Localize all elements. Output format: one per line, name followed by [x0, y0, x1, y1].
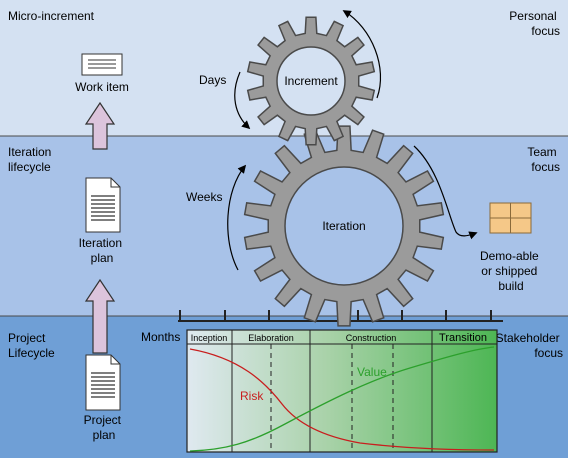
work-item-icon [81, 53, 123, 76]
weeks-arrow-icon [227, 164, 247, 271]
stakeholder-focus-label: Stakeholder focus [496, 331, 563, 360]
iteration-gear-icon [243, 125, 445, 327]
iteration-plan-label: Iteration plan [79, 236, 126, 265]
work-item-label: Work item [75, 80, 129, 94]
personal-focus-label: Personal focus [509, 9, 560, 38]
team-focus-label: Team focus [527, 145, 560, 174]
project-lifecycle-label: Project Lifecycle [8, 331, 55, 360]
deliverable-arrow-icon [413, 145, 478, 240]
increment-label: Increment [284, 74, 338, 88]
months-label: Months [141, 330, 180, 344]
iteration-lifecycle-label: Iteration lifecycle [8, 145, 55, 174]
days-label: Days [199, 73, 226, 87]
increment-gear-icon [246, 16, 376, 146]
project-plan-icon [85, 354, 121, 411]
iteration-plan-icon [85, 177, 121, 233]
weeks-label: Weeks [186, 190, 222, 204]
phase-label-inception: Inception [191, 333, 228, 343]
risk-curve [189, 348, 495, 451]
phase-label-construction: Construction [346, 333, 397, 343]
phase-label-elaboration: Elaboration [248, 333, 294, 343]
timeline-box [186, 329, 498, 453]
deliverable-build-icon [489, 202, 532, 234]
deliverable-label: Demo-able or shipped build [480, 249, 542, 293]
project-plan-label: Project plan [84, 413, 125, 442]
micro-increment-label: Micro-increment [8, 9, 95, 23]
iteration-label: Iteration [322, 219, 365, 233]
value-curve [189, 346, 495, 452]
up-arrow-icon [84, 101, 116, 150]
days-arrow-icon [234, 71, 251, 130]
timeline: Inception Elaboration Construction Trans… [186, 329, 498, 453]
increment-cycle-arrow-icon [342, 10, 382, 99]
up-arrow-icon [84, 278, 116, 354]
value-label: Value [357, 365, 387, 379]
phase-label-transition: Transition [439, 332, 487, 344]
risk-label: Risk [240, 389, 264, 403]
